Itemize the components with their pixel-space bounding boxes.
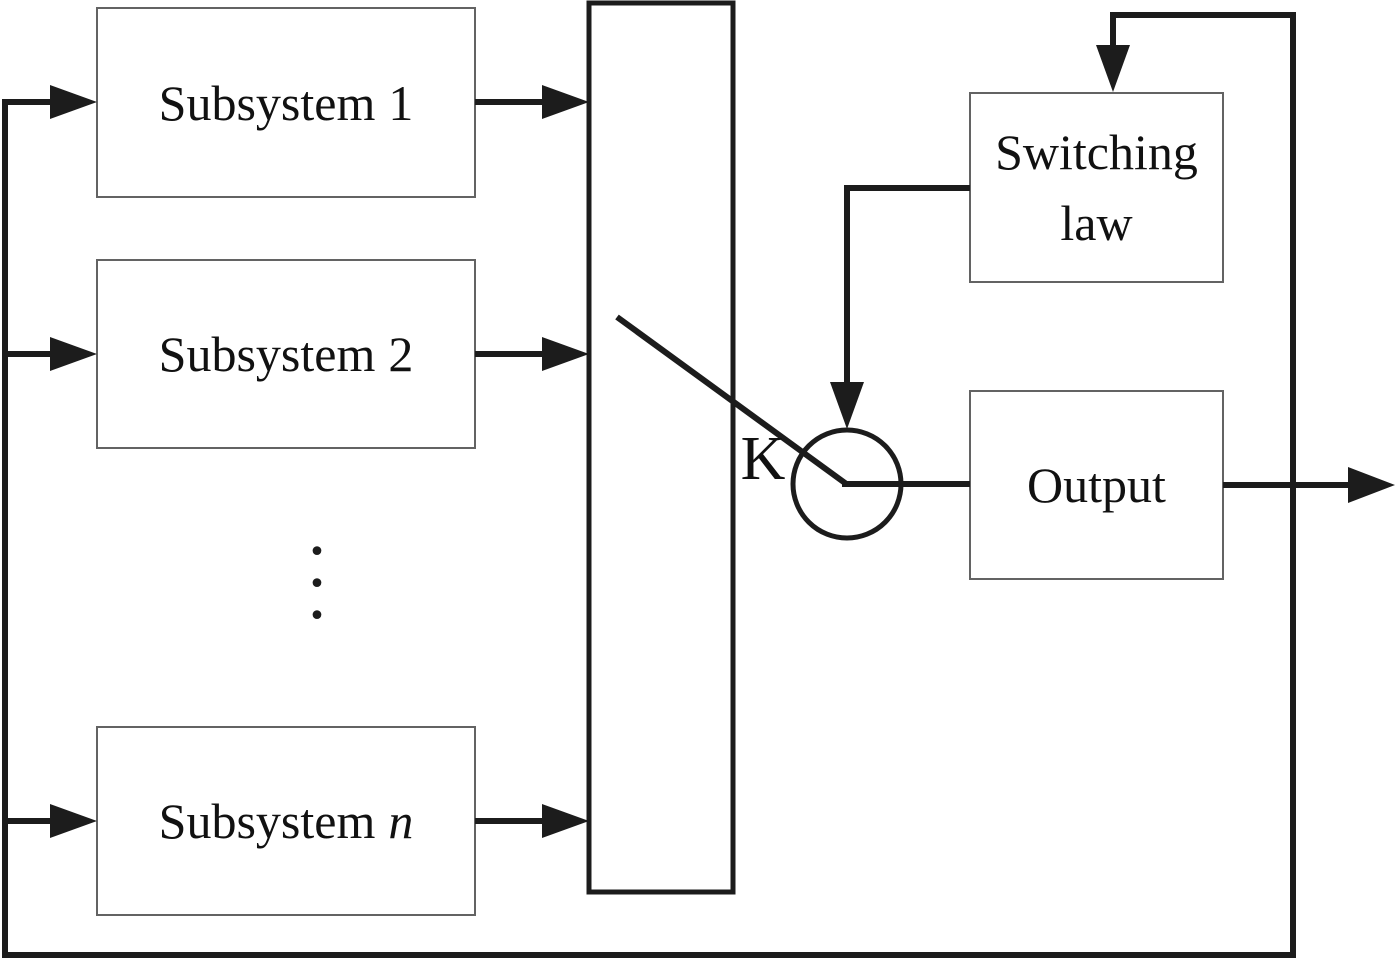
vertical-ellipsis-icon: • • • — [299, 538, 335, 638]
arrowhead-into-switch-circle — [830, 382, 864, 429]
arrowhead-into-subsystem-n — [50, 804, 97, 838]
switch-bank-box — [586, 0, 736, 895]
ellipsis-dot: • — [308, 567, 326, 602]
arrowhead-into-switch-bank-1 — [542, 85, 589, 119]
ellipsis-dot: • — [308, 535, 326, 570]
switch-circle — [790, 427, 904, 541]
arrowhead-into-switching-law — [1096, 45, 1130, 92]
ellipsis-dot: • — [308, 599, 326, 634]
connector-lines — [2, 12, 1352, 958]
arrowhead-into-subsystem-2 — [50, 337, 97, 371]
switching-law-box — [969, 92, 1224, 283]
block-boxes — [96, 7, 1224, 916]
arrowhead-into-subsystem-1 — [50, 85, 97, 119]
switching-command-line — [844, 185, 970, 386]
arrowhead-into-switch-bank-n — [542, 804, 589, 838]
switch-arm-line — [615, 314, 970, 487]
output-box — [969, 390, 1224, 580]
arrowhead-system-output — [1348, 467, 1395, 503]
arrowheads — [50, 45, 1395, 838]
arrowhead-into-switch-bank-2 — [542, 337, 589, 371]
subsystem-1-box — [96, 7, 476, 198]
outer-feedback-loop-line — [2, 12, 1296, 958]
subsystem-n-box — [96, 726, 476, 916]
subsystem-2-box — [96, 259, 476, 449]
